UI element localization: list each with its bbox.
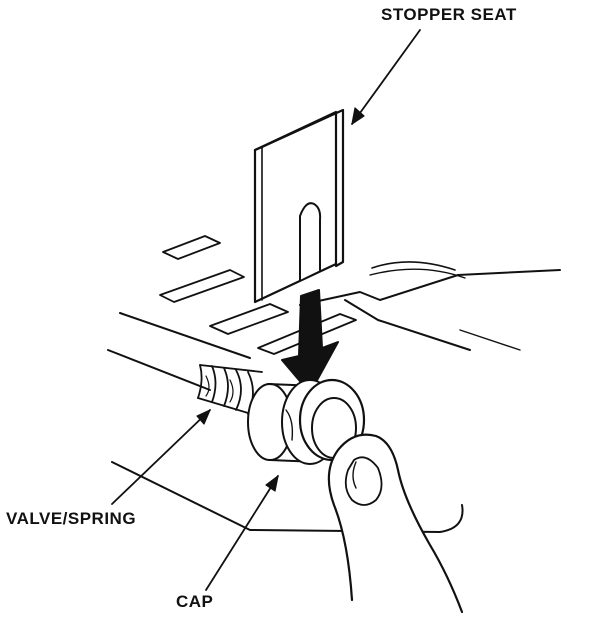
leader-cap bbox=[205, 475, 279, 591]
stopper-seat-label: STOPPER SEAT bbox=[381, 5, 517, 24]
cap-label: CAP bbox=[176, 592, 214, 611]
valve-spring-label: VALVE/SPRING bbox=[6, 509, 137, 528]
stopper-seat-plate bbox=[253, 108, 345, 304]
leader-valve-spring bbox=[111, 409, 211, 505]
leader-stopper-seat bbox=[351, 29, 421, 125]
insertion-arrow bbox=[281, 289, 339, 394]
housing-outline bbox=[107, 261, 561, 533]
finger bbox=[327, 433, 464, 614]
valve-spring bbox=[197, 364, 263, 417]
